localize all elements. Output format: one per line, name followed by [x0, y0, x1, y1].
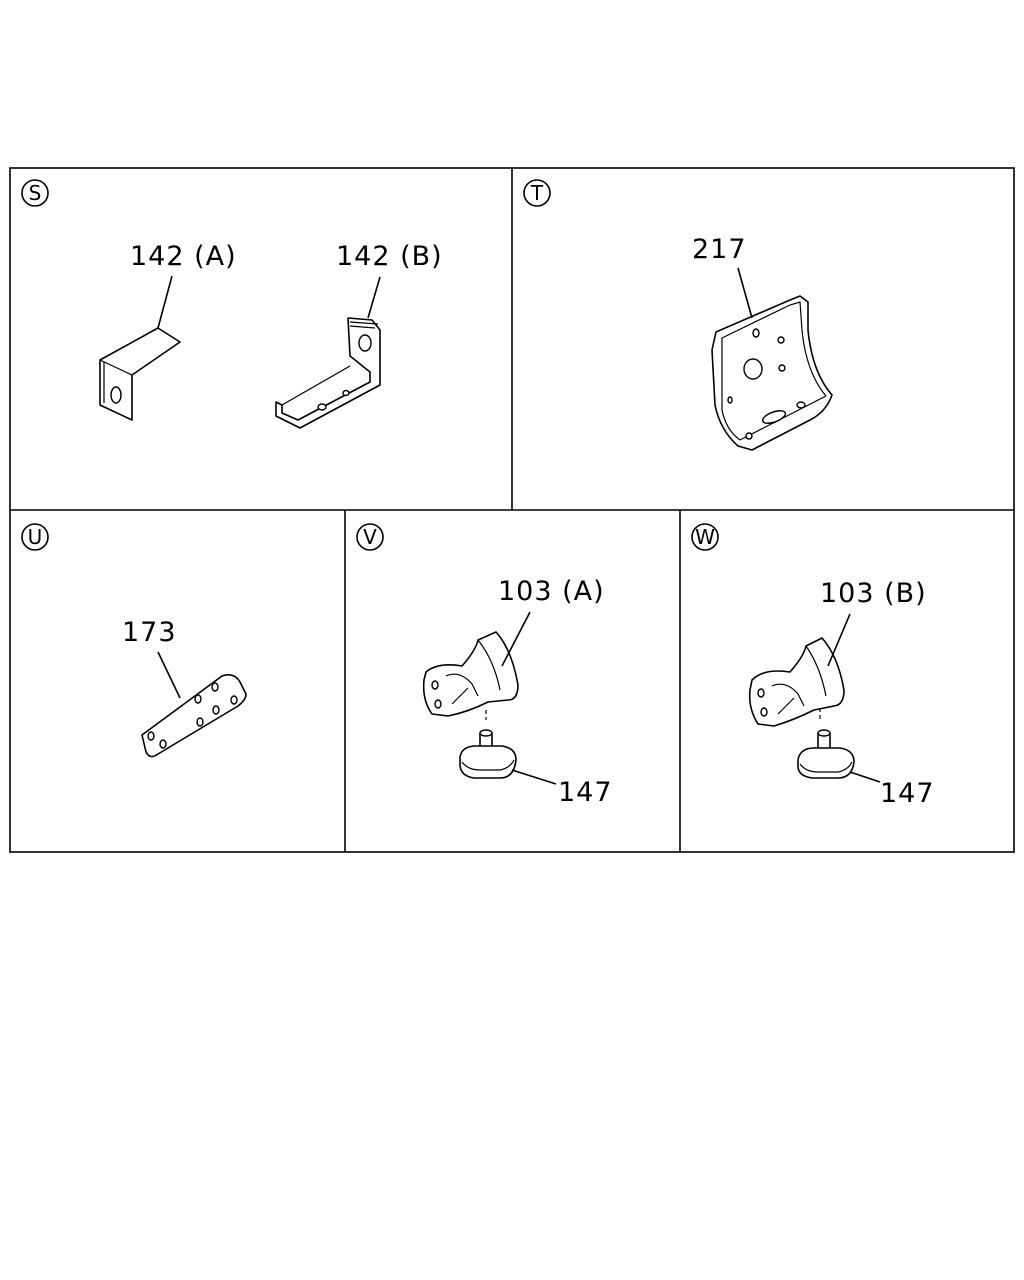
part-147-stud [459, 729, 517, 779]
part-142b-bracket [275, 317, 381, 429]
label-103a: 103 (A) [498, 576, 605, 607]
label-147-w: 147 [880, 778, 935, 809]
panel-s: S 142 (A) 142 (B) [21, 179, 443, 429]
part-103b-bracket [748, 637, 845, 727]
label-142a: 142 (A) [130, 241, 237, 272]
leader-173 [157, 651, 181, 699]
part-217-bracket [711, 295, 833, 451]
panel-tag-s: S [21, 179, 49, 207]
part-147-stud-w [797, 729, 855, 779]
svg-text:T: T [530, 181, 544, 205]
label-142b: 142 (B) [336, 241, 443, 272]
part-142a-bracket [99, 327, 181, 421]
panel-v: V 103 (A) 147 [356, 523, 613, 808]
label-103b: 103 (B) [820, 578, 927, 609]
part-173-plate [141, 674, 247, 758]
panel-u: U 173 [21, 523, 247, 758]
label-217: 217 [692, 234, 747, 265]
svg-text:V: V [363, 525, 377, 549]
svg-text:U: U [28, 525, 43, 549]
svg-text:W: W [695, 525, 715, 549]
label-173: 173 [122, 617, 177, 648]
panel-tag-t: T [523, 179, 551, 207]
panel-tag-w: W [691, 523, 719, 551]
panel-tag-v: V [356, 523, 384, 551]
panel-t: T 217 [523, 179, 833, 451]
leader-147-v [511, 769, 557, 785]
leader-217 [737, 267, 753, 319]
leader-103b [827, 613, 851, 667]
leader-142b [367, 276, 381, 319]
panel-tag-u: U [21, 523, 49, 551]
leader-103a [501, 611, 531, 667]
leader-147-w [849, 771, 881, 783]
panel-w: W 103 (B) 147 [691, 523, 935, 809]
label-147-v: 147 [558, 777, 613, 808]
svg-text:S: S [29, 181, 42, 205]
leader-142a [157, 275, 173, 329]
panel-grid [9, 167, 1015, 853]
part-103a-bracket [422, 631, 519, 720]
